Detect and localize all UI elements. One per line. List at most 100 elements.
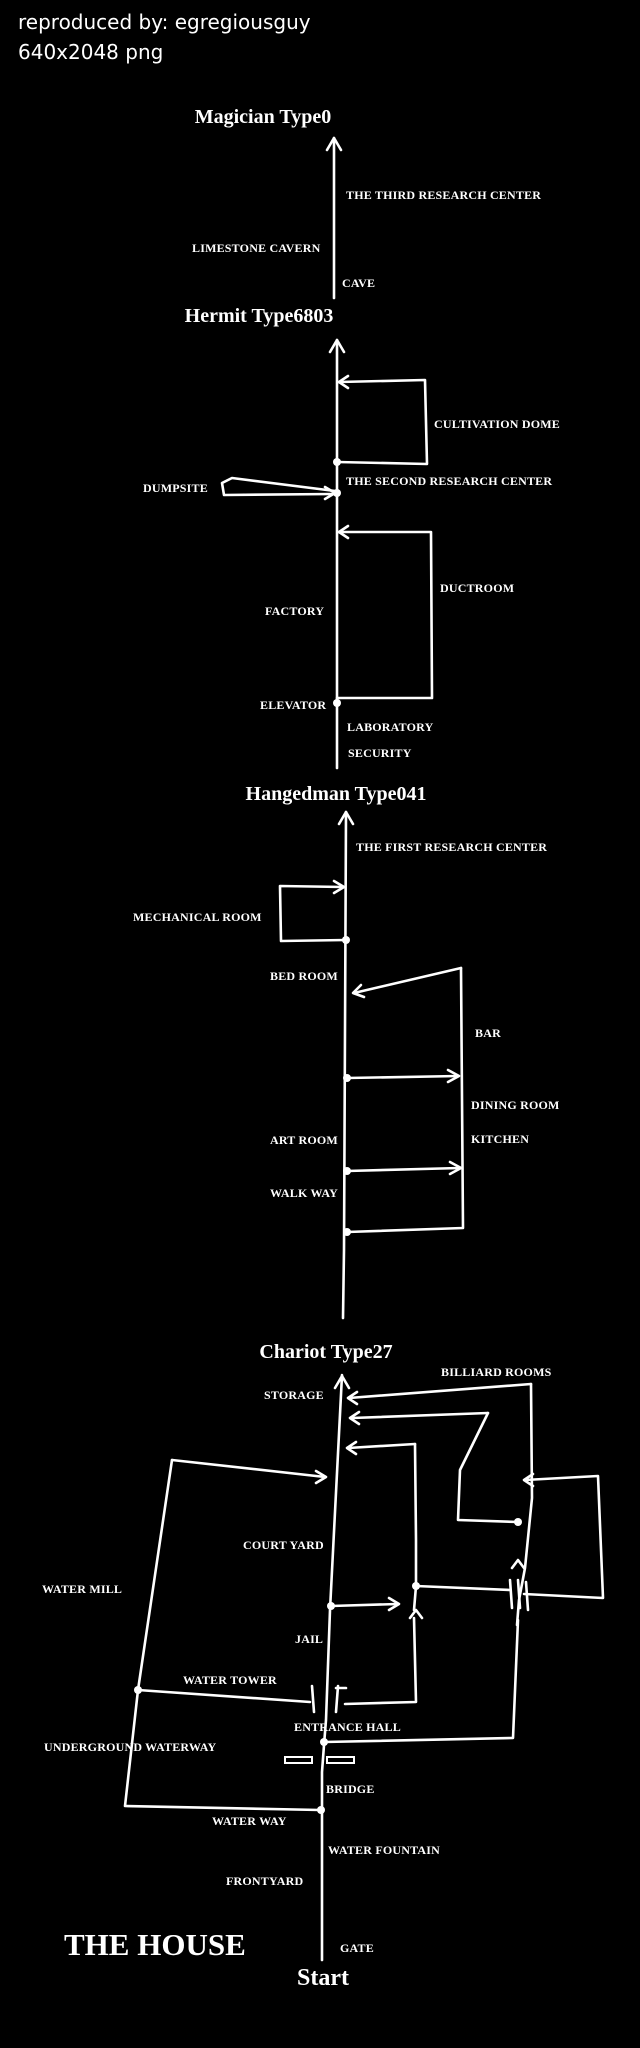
room-billiard-rooms: BILLIARD ROOMS	[441, 1365, 552, 1379]
room-kitchen: KITCHEN	[471, 1132, 529, 1146]
cultivation-dome-loop	[335, 378, 429, 466]
mechanical-room-loop	[278, 884, 348, 943]
junction-dot	[343, 1228, 351, 1236]
junction-dot	[333, 489, 341, 497]
arrow-head-icon	[448, 1160, 463, 1176]
arrow-head-icon	[408, 1608, 424, 1620]
room-ductroom: DUCTROOM	[440, 581, 514, 595]
junction-dot	[317, 1806, 325, 1814]
room-third-research-center: THE THIRD RESEARCH CENTER	[346, 188, 541, 202]
water-mill-left-route	[123, 1458, 322, 1812]
chariot-section: Chariot Type27	[42, 1341, 605, 1962]
arrow-head-icon	[351, 983, 366, 999]
arrow-head-icon	[348, 1410, 361, 1426]
chariot-main-path	[320, 1373, 344, 1962]
jail-connector	[329, 1602, 400, 1608]
house-title: THE HOUSE	[64, 1927, 246, 1962]
room-water-way: WATER WAY	[212, 1814, 287, 1828]
room-water-fountain: WATER FOUNTAIN	[328, 1843, 440, 1857]
arrow-head-icon	[346, 1390, 359, 1406]
room-frontyard: FRONTYARD	[226, 1874, 303, 1888]
arrow-head-icon	[328, 338, 346, 354]
magician-title: Magician Type0	[195, 106, 331, 128]
credit-line: reproduced by: egregiousguy	[18, 10, 311, 34]
bridge-pad-left	[284, 1756, 313, 1764]
court-yard-vertical	[413, 1442, 418, 1587]
junction-dot	[514, 1518, 522, 1526]
room-first-research-center: THE FIRST RESEARCH CENTER	[356, 840, 547, 854]
room-elevator: ELEVATOR	[260, 698, 326, 712]
junction-dot	[327, 1602, 335, 1610]
room-dumpsite: DUMPSITE	[143, 481, 208, 495]
arrow-head-icon	[387, 1596, 401, 1612]
door-gate-icon	[310, 1684, 348, 1714]
billiard-annex-loop	[522, 1474, 605, 1600]
chariot-title: Chariot Type27	[259, 1341, 392, 1363]
room-limestone-cavern: LIMESTONE CAVERN	[192, 241, 321, 255]
room-dining-room: DINING ROOM	[471, 1098, 560, 1112]
arrow-head-icon	[325, 136, 343, 152]
junction-dot	[320, 1738, 328, 1746]
arrow-head-icon	[337, 374, 350, 390]
room-water-mill: WATER MILL	[42, 1582, 122, 1596]
billiard-rooms-line-a	[347, 1382, 533, 1400]
format-line: 640x2048 png	[18, 40, 164, 64]
billiard-rooms-line-b	[350, 1411, 490, 1420]
door-gate-icon	[508, 1578, 530, 1612]
court-yard-south	[412, 1584, 418, 1612]
arrow-head-icon	[337, 524, 350, 540]
room-cultivation-dome: CULTIVATION DOME	[434, 417, 560, 431]
court-yard-east	[414, 1584, 512, 1592]
hangedman-section: Hangedman Type041 THE FIRST RESEARCH CEN…	[133, 783, 560, 1320]
arrow-head-icon	[446, 1068, 461, 1084]
arrow-head-icon	[510, 1558, 526, 1570]
room-bar: BAR	[475, 1026, 501, 1040]
dining-room-connector	[345, 1074, 460, 1080]
billiard-rooms-inner-loop	[456, 1411, 520, 1524]
bar-loop	[345, 966, 465, 1234]
ductroom-loop	[335, 530, 434, 700]
arrow-head-icon	[314, 1469, 328, 1485]
junction-dot	[343, 1167, 351, 1175]
room-bridge: BRIDGE	[326, 1782, 375, 1796]
room-security: SECURITY	[348, 746, 412, 760]
junction-dot	[343, 1074, 351, 1082]
arrow-head-icon	[337, 810, 355, 826]
arrow-head-icon	[333, 1374, 351, 1390]
junction-dot	[342, 936, 350, 944]
court-yard-line	[346, 1442, 417, 1450]
junction-dot	[333, 458, 341, 466]
room-art-room: ART ROOM	[270, 1133, 338, 1147]
room-water-tower: WATER TOWER	[183, 1673, 277, 1687]
room-underground-waterway: UNDERGROUND WATERWAY	[44, 1740, 217, 1754]
room-court-yard: COURT YARD	[243, 1538, 324, 1552]
room-laboratory: LABORATORY	[347, 720, 434, 734]
jail-loop	[343, 1616, 418, 1706]
room-cave: CAVE	[342, 276, 375, 290]
water-tower-line	[136, 1688, 312, 1704]
room-jail: JAIL	[295, 1632, 323, 1646]
arrow-head-icon	[522, 1472, 535, 1488]
water-mill-top-line	[170, 1458, 327, 1479]
bar-entry-line	[352, 966, 463, 995]
junction-dot	[333, 699, 341, 707]
room-factory: FACTORY	[265, 604, 324, 618]
entrance-hall-route	[322, 1618, 520, 1744]
room-bed-room: BED ROOM	[270, 969, 338, 983]
hermit-section: Hermit Type6803 CULTIVATION DOME DUMPSIT…	[143, 305, 560, 770]
hangedman-title: Hangedman Type041	[246, 783, 427, 805]
bridge-pad-right	[326, 1756, 355, 1764]
arrow-head-icon	[345, 1440, 358, 1456]
room-entrance-hall: ENTRANCE HALL	[294, 1720, 401, 1734]
hermit-title: Hermit Type6803	[185, 305, 334, 327]
dumpsite-spur	[220, 476, 337, 497]
start-label: Start	[297, 1965, 349, 1991]
arrow-head-icon	[332, 879, 346, 895]
hangedman-path	[341, 810, 348, 1320]
kitchen-connector	[345, 1166, 462, 1173]
room-walk-way: WALK WAY	[270, 1186, 338, 1200]
room-mechanical-room: MECHANICAL ROOM	[133, 910, 262, 924]
room-second-research-center: THE SECOND RESEARCH CENTER	[346, 474, 552, 488]
magician-section: Magician Type0 THE THIRD RESEARCH CENTER…	[192, 106, 541, 300]
